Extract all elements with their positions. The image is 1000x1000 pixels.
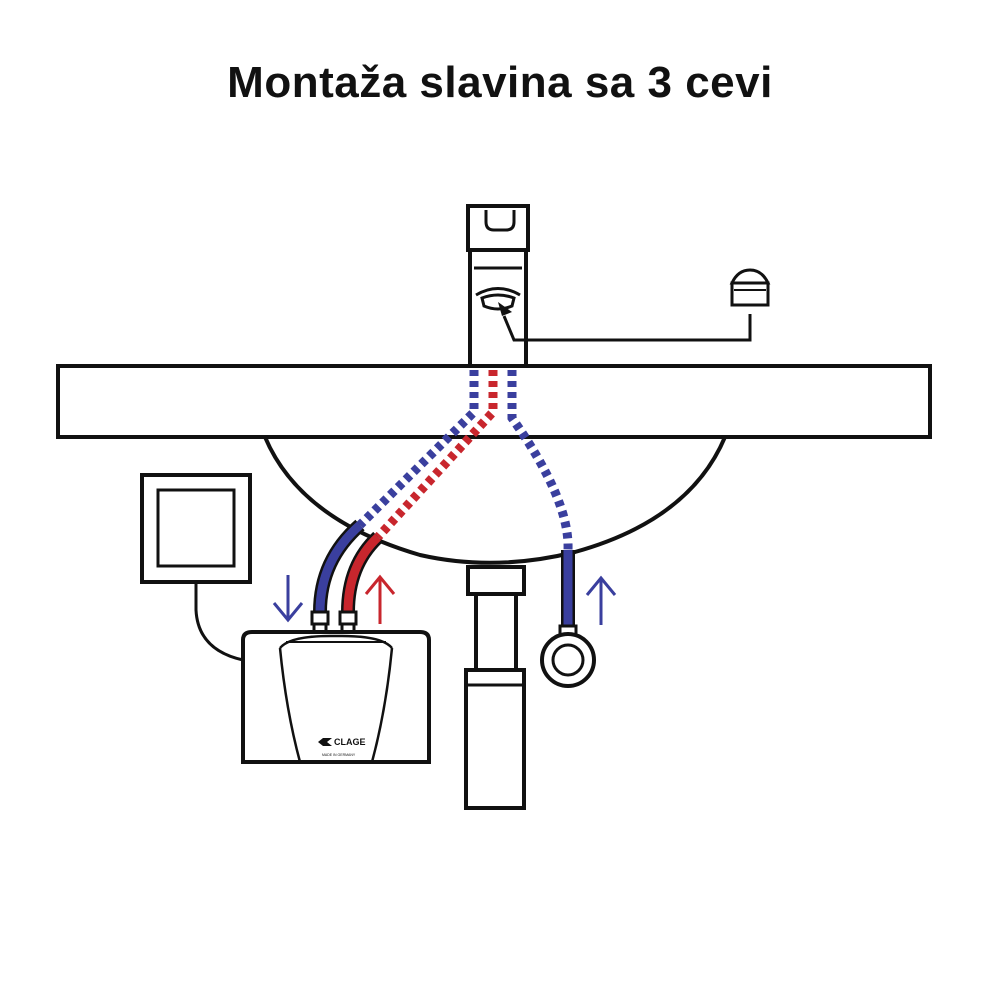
control-cable <box>194 582 244 662</box>
sensor-cable <box>498 302 752 342</box>
sensor <box>729 268 771 307</box>
up-arrow-icon <box>585 575 617 625</box>
hot-hose-from-heater-fill <box>343 533 382 613</box>
faucet <box>466 204 530 368</box>
heater-fine-print: MADE IN GERMANY <box>322 753 356 757</box>
drain-pipe <box>464 565 526 810</box>
heater-brand-label: CLAGE <box>334 737 366 747</box>
countertop <box>56 364 932 439</box>
basin-bowl <box>263 436 727 565</box>
cold-hose-to-heater-fill <box>315 521 363 613</box>
down-arrow-icon <box>272 575 304 623</box>
control-panel <box>140 473 252 584</box>
up-arrow-icon <box>364 574 396 624</box>
heater-fittings <box>310 610 358 634</box>
water-heater: CLAGE MADE IN GERMANY <box>241 630 431 764</box>
page-title: Montaža slavina sa 3 cevi <box>227 58 773 107</box>
hot-hose <box>374 370 498 541</box>
clage-logo-icon <box>318 738 332 746</box>
cold-hose-right <box>507 370 573 551</box>
cold-hose-left <box>356 370 479 529</box>
angle-valve <box>540 624 596 688</box>
